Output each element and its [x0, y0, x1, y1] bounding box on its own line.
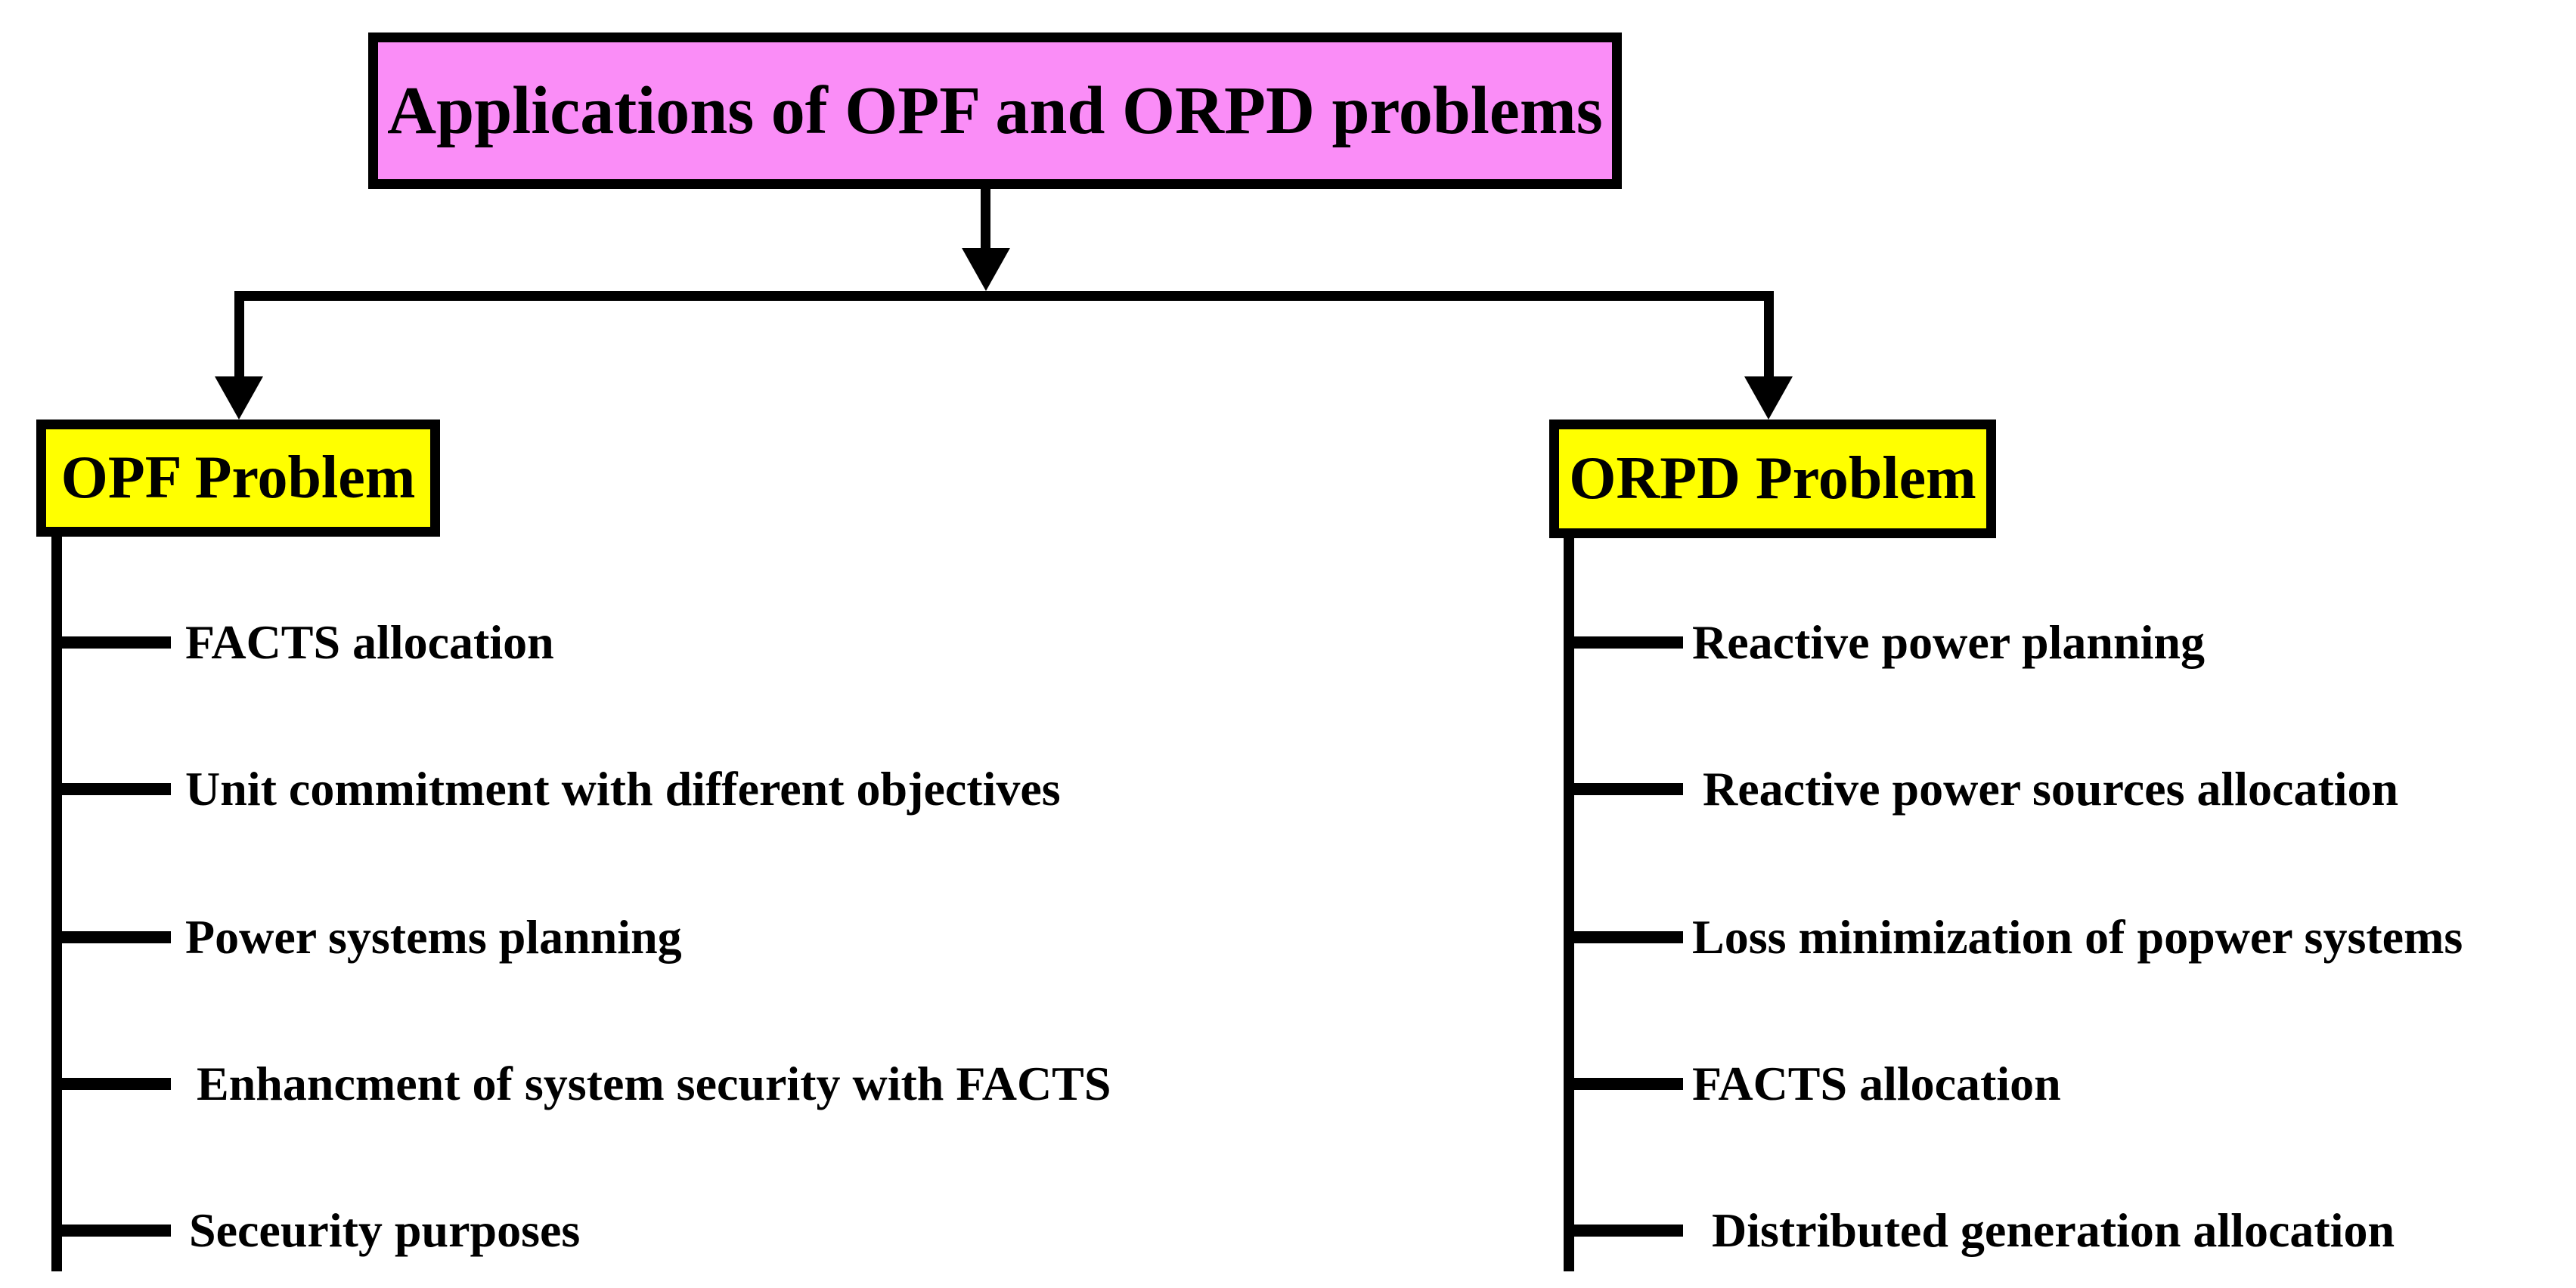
- branch-node-orpd: ORPD Problem: [1549, 420, 1996, 538]
- orpd-item-reactive-sources-allocation: Reactive power sources allocation: [1703, 762, 2399, 816]
- root-node-applications: Applications of OPF and ORPD problems: [368, 33, 1622, 189]
- opf-tick-mark: [51, 1225, 171, 1237]
- opf-item-security-purposes: Seceurity purposes: [189, 1203, 581, 1257]
- connector-root-shaft: [981, 184, 990, 252]
- orpd-tick-mark: [1564, 1225, 1683, 1237]
- orpd-tick-mark: [1564, 1078, 1683, 1090]
- orpd-item-distributed-generation: Distributed generation allocation: [1712, 1203, 2395, 1257]
- orpd-tick-mark: [1564, 636, 1683, 649]
- opf-tick-mark: [51, 931, 171, 943]
- connector-split-bar: [234, 291, 1774, 301]
- arrow-down-icon: [215, 376, 263, 420]
- branch-node-opf-label: OPF Problem: [60, 444, 416, 511]
- opf-item-power-systems-planning: Power systems planning: [185, 910, 682, 964]
- arrow-down-icon: [1744, 376, 1793, 420]
- opf-tick-mark: [51, 783, 171, 795]
- branch-node-orpd-label: ORPD Problem: [1569, 445, 1976, 512]
- opf-item-unit-commitment: Unit commitment with different objective…: [185, 762, 1061, 816]
- connector-left-shaft: [234, 291, 244, 378]
- opf-tick-mark: [51, 636, 171, 649]
- orpd-tick-mark: [1564, 783, 1683, 795]
- arrow-down-icon: [962, 248, 1010, 291]
- orpd-item-facts-allocation: FACTS allocation: [1692, 1057, 2061, 1110]
- branch-node-opf: OPF Problem: [36, 420, 440, 537]
- orpd-item-loss-minimization: Loss minimization of popwer systems: [1692, 910, 2463, 964]
- opf-item-facts-allocation: FACTS allocation: [185, 615, 554, 669]
- opf-item-enhancement-security: Enhancment of system security with FACTS: [197, 1057, 1111, 1110]
- opf-tick-mark: [51, 1078, 171, 1090]
- orpd-item-reactive-power-planning: Reactive power planning: [1692, 615, 2205, 669]
- root-node-label: Applications of OPF and ORPD problems: [387, 73, 1603, 148]
- orpd-tick-mark: [1564, 931, 1683, 943]
- connector-right-shaft: [1764, 291, 1774, 378]
